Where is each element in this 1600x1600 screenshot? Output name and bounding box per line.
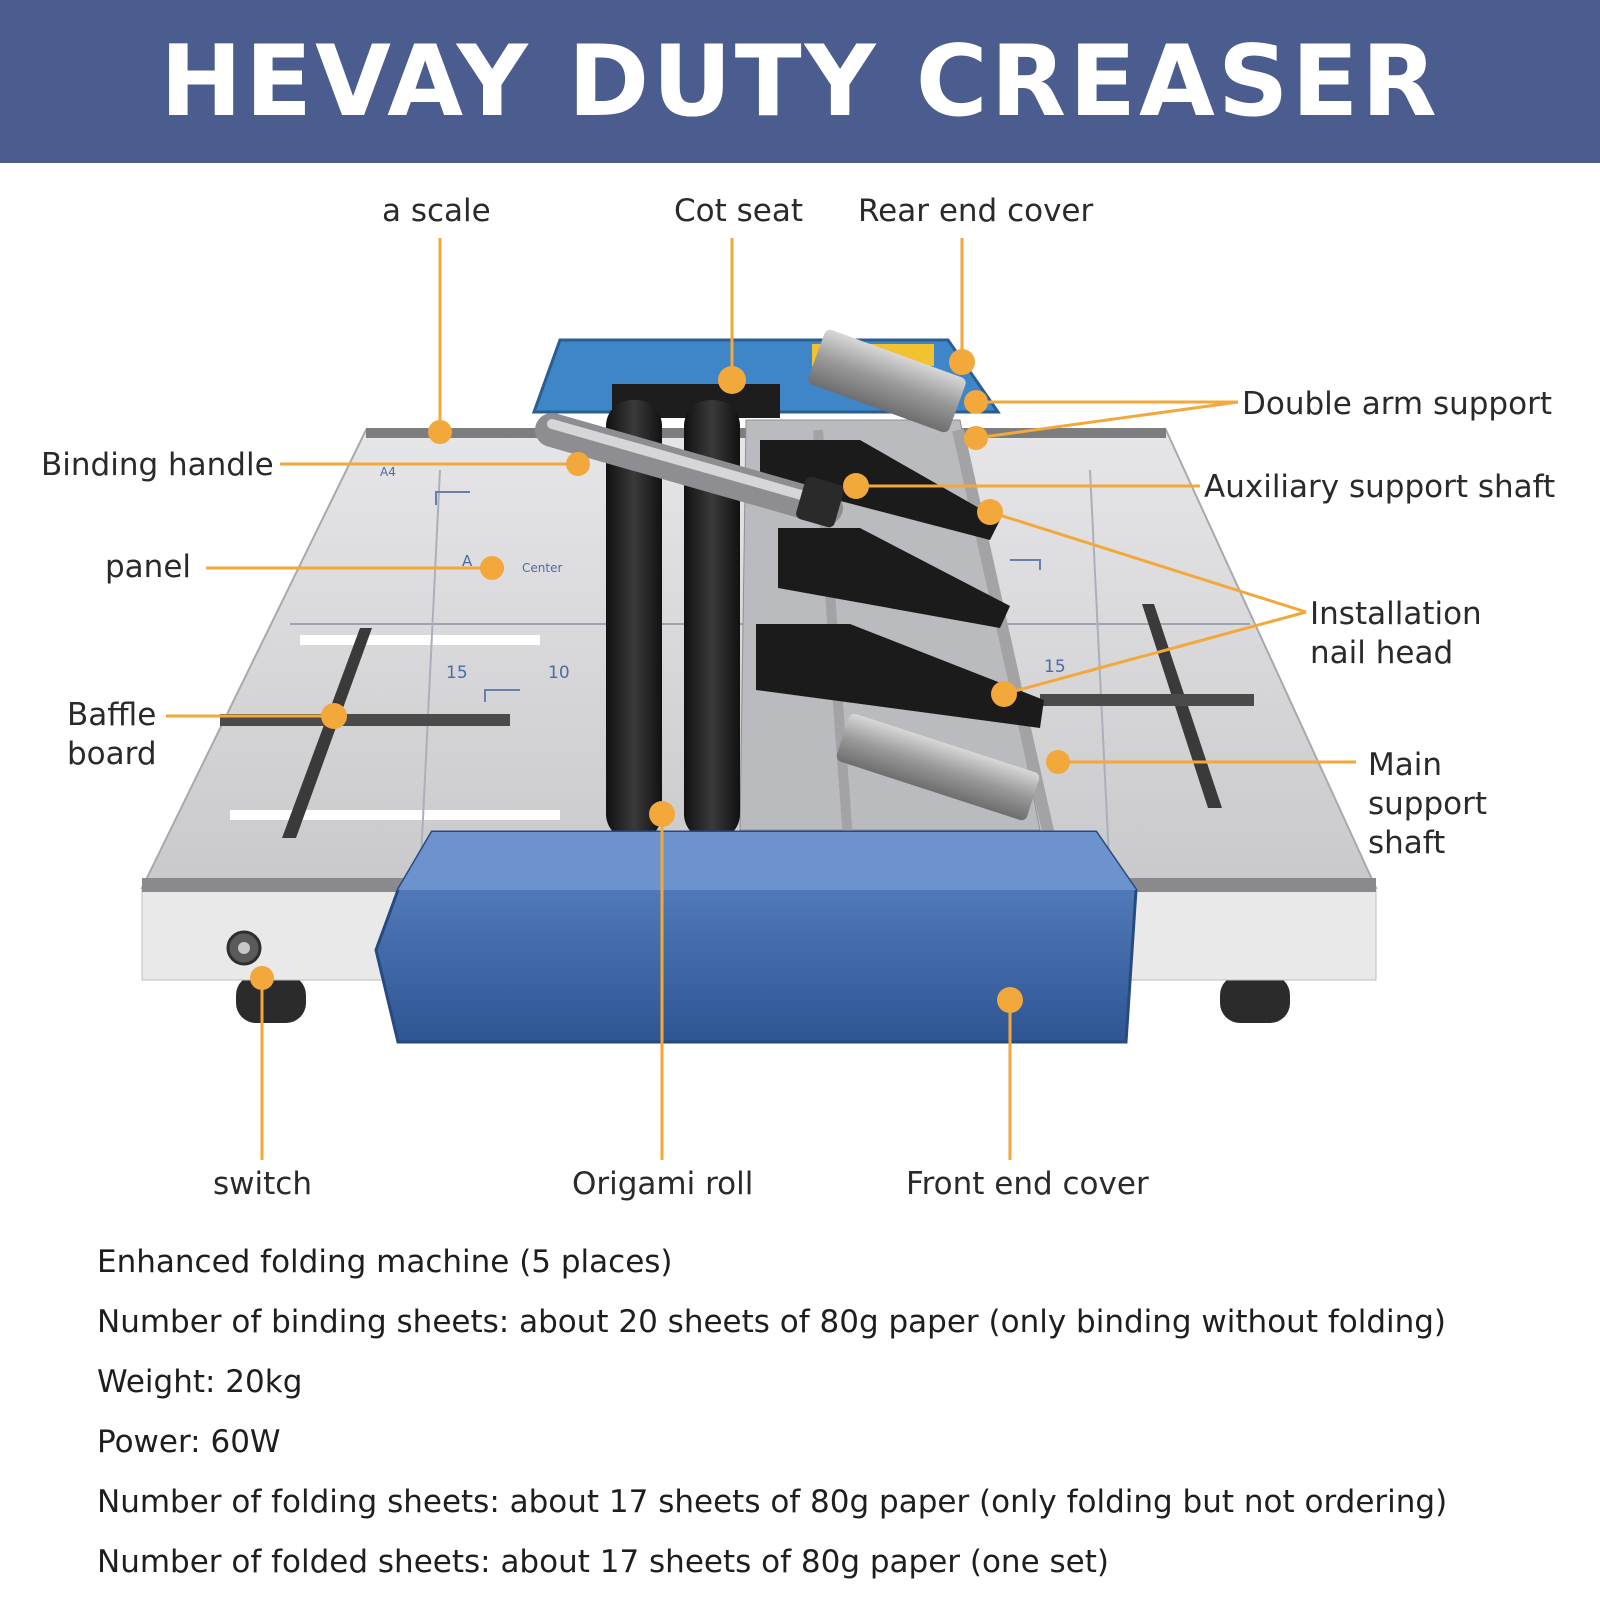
origami-roll (606, 400, 662, 840)
spec-item: Power: 60W (97, 1424, 281, 1460)
label-front-end-cover: Front end cover (906, 1166, 1149, 1202)
label-auxiliary-support-shaft: Auxiliary support shaft (1204, 469, 1556, 505)
machine-diagram: A4 A Center 15 10 15 (140, 238, 1378, 1160)
callout-dot-double-arm-2 (964, 426, 988, 450)
label-rear-end-cover: Rear end cover (858, 193, 1094, 229)
label-cot-seat: Cot seat (674, 193, 803, 229)
panel-guide (1010, 559, 1041, 570)
panel-mark-15-left: 15 (446, 663, 468, 683)
panel-mark-15-right: 15 (1044, 657, 1066, 677)
arm-bracket (836, 713, 1040, 821)
spec-item: Number of folded sheets: about 17 sheets… (97, 1544, 1109, 1580)
callout-dot-cot-seat (718, 366, 746, 394)
callout-dot-nail-head-2 (991, 681, 1017, 707)
callout-dot-binding-handle (566, 452, 590, 476)
spec-item: Number of folding sheets: about 17 sheet… (97, 1484, 1448, 1520)
panel-mark-center: Center (522, 561, 562, 575)
callout-dot-origami-roll (649, 801, 675, 827)
label-double-arm-support: Double arm support (1242, 386, 1552, 422)
label-installation-nail-head: Installation nail head (1310, 596, 1482, 671)
spec-item: Enhanced folding machine (5 places) (97, 1244, 673, 1280)
main-support-shaft (952, 428, 1056, 842)
callout-dot-baffle-board (321, 703, 347, 729)
creasing-arm (756, 624, 1044, 728)
binding-handle[interactable] (535, 413, 845, 529)
callout-dot-main-shaft (1046, 750, 1070, 774)
right-foot (1220, 975, 1290, 1023)
title-banner: HEVAY DUTY CREASER (0, 0, 1600, 163)
callout-dot-panel (480, 556, 504, 580)
double-arm-support (808, 329, 966, 433)
callout-dot-auxiliary-shaft (843, 473, 869, 499)
callout-dots (250, 349, 1070, 1013)
label-baffle-board: Baffle board (67, 697, 157, 772)
callout-dot-a-scale (428, 420, 452, 444)
label-switch: switch (213, 1166, 312, 1202)
page-title: HEVAY DUTY CREASER (160, 24, 1440, 139)
panel-mark-10: 10 (548, 663, 570, 683)
callout-dot-double-arm-1 (964, 390, 988, 414)
callout-lines (166, 238, 1356, 1160)
label-origami-roll: Origami roll (572, 1166, 754, 1202)
callout-dot-switch (250, 966, 274, 990)
callout-dot-nail-head-1 (977, 499, 1003, 525)
spec-item: Number of binding sheets: about 20 sheet… (97, 1304, 1447, 1340)
left-foot (236, 975, 306, 1023)
label-panel: panel (105, 549, 192, 585)
spec-list: Enhanced folding machine (5 places) Numb… (97, 1232, 1447, 1592)
label-a-scale: a scale (382, 193, 491, 229)
panel-mark-a4: A4 (380, 465, 396, 479)
switch[interactable] (226, 930, 262, 966)
panel-guide (484, 689, 520, 702)
label-main-support-shaft: Main support shaft (1368, 747, 1488, 861)
callout-dot-front-end-cover (997, 987, 1023, 1013)
label-binding-handle: Binding handle (41, 447, 274, 483)
panel-guide (419, 469, 441, 881)
panel-guide (1089, 469, 1111, 881)
creasing-arm (778, 528, 1010, 628)
machine-body (140, 329, 1378, 1044)
front-end-cover-top (398, 832, 1136, 890)
creasing-arm (760, 440, 1000, 540)
panel-guide (435, 491, 470, 505)
callout-dot-rear-end-cover (949, 349, 975, 375)
origami-roll (684, 400, 740, 840)
panel-mark-a: A (462, 552, 473, 570)
right-baffle-board[interactable] (1040, 604, 1254, 808)
spec-item: Weight: 20kg (97, 1364, 303, 1400)
